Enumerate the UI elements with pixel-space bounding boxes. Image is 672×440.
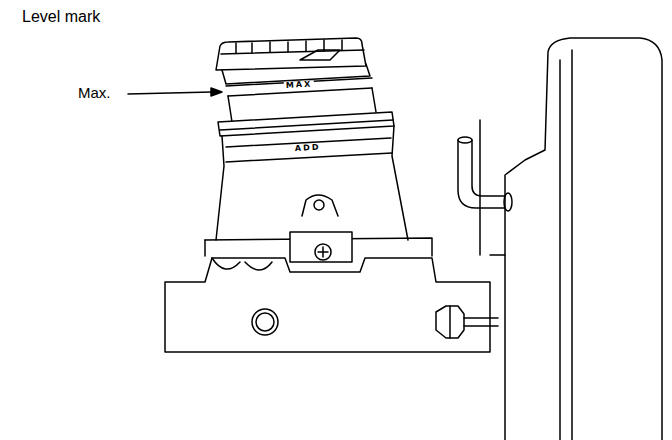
- master-cylinder: [256, 313, 274, 331]
- reservoir-body: [216, 126, 408, 240]
- reservoir-body: [290, 232, 352, 262]
- callout-label: Max.: [78, 85, 111, 102]
- hose-fitting: [458, 137, 512, 211]
- leader-line: [211, 88, 222, 96]
- reservoir-cap: [300, 50, 340, 60]
- brake-booster: [490, 255, 505, 440]
- brake-booster: [480, 38, 662, 440]
- brake-booster: [479, 120, 481, 255]
- reservoir-body: [204, 240, 206, 256]
- reservoir-cap: [216, 38, 370, 84]
- master-cylinder: [252, 309, 278, 335]
- reservoir-body: [226, 153, 392, 162]
- reservoir-body: [314, 200, 324, 210]
- reservoir-body: [220, 120, 393, 130]
- hose-fitting: [472, 140, 505, 196]
- figure-title: Level mark: [22, 8, 100, 26]
- reservoir-body: [218, 112, 394, 136]
- leader-line: [128, 92, 212, 94]
- embossed-mark: ADD: [293, 143, 323, 153]
- reservoir-body: [205, 112, 432, 262]
- reservoir-body: [302, 195, 338, 216]
- reservoir-body: [315, 244, 331, 260]
- reservoir-cap: [221, 50, 364, 54]
- brake-booster: [505, 38, 662, 440]
- master-cylinder: [165, 258, 490, 352]
- embossed-mark: MAX: [284, 80, 315, 90]
- hose-fitting: [458, 140, 505, 208]
- master-cylinder: [212, 258, 272, 270]
- reservoir-cap: [236, 40, 342, 53]
- hose-fitting: [504, 193, 512, 211]
- brake-booster: [560, 50, 572, 440]
- master-cylinder: [450, 306, 498, 338]
- reservoir-cap: [216, 38, 366, 70]
- hose-fitting: [458, 137, 472, 143]
- leader-line: [128, 88, 222, 96]
- reservoir-body: [318, 247, 328, 257]
- master-cylinder: [165, 258, 498, 352]
